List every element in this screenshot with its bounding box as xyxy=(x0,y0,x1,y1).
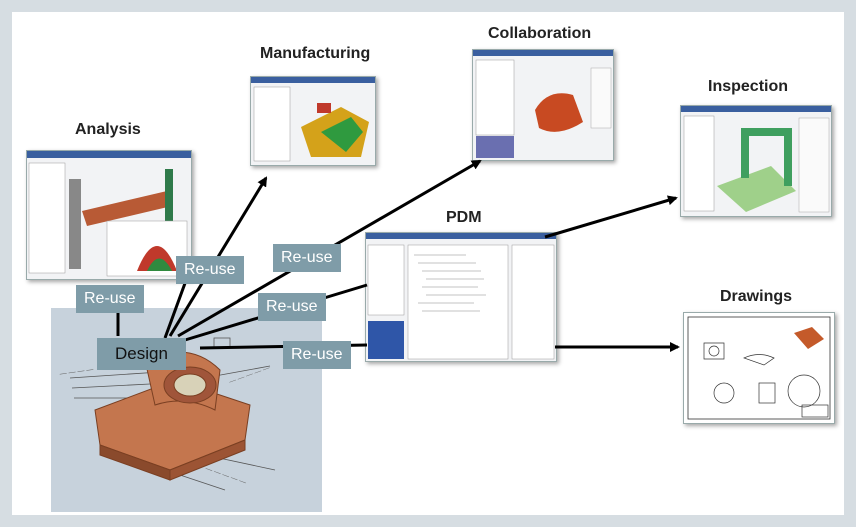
analysis-label: Analysis xyxy=(75,121,141,138)
design-label: Design xyxy=(97,338,186,370)
connector-design-analysis-2 xyxy=(163,274,190,339)
svg-text:— — — —: — — — — xyxy=(59,366,93,378)
collaboration-label: Collaboration xyxy=(488,25,592,42)
pdm-screenshot xyxy=(365,232,557,362)
inspection-screenshot xyxy=(680,105,832,217)
manufacturing-label: Manufacturing xyxy=(260,45,371,62)
pdm-label: PDM xyxy=(446,209,482,226)
collaboration-screenshot xyxy=(472,49,614,161)
analysis-screenshot xyxy=(26,150,192,280)
manufacturing-screenshot xyxy=(250,76,376,166)
reuse-label-manufacturing: Re-use xyxy=(176,256,244,284)
drawings-screenshot xyxy=(683,312,835,424)
reuse-label-drawings: Re-use xyxy=(283,341,351,369)
drawings-label: Drawings xyxy=(720,288,793,305)
arrow-to-inspection xyxy=(544,195,678,239)
reuse-label-analysis: Re-use xyxy=(76,285,144,313)
inspection-label: Inspection xyxy=(708,78,789,95)
reuse-label-inspection: Re-use xyxy=(258,293,326,321)
reuse-label-collaboration: Re-use xyxy=(273,244,341,272)
